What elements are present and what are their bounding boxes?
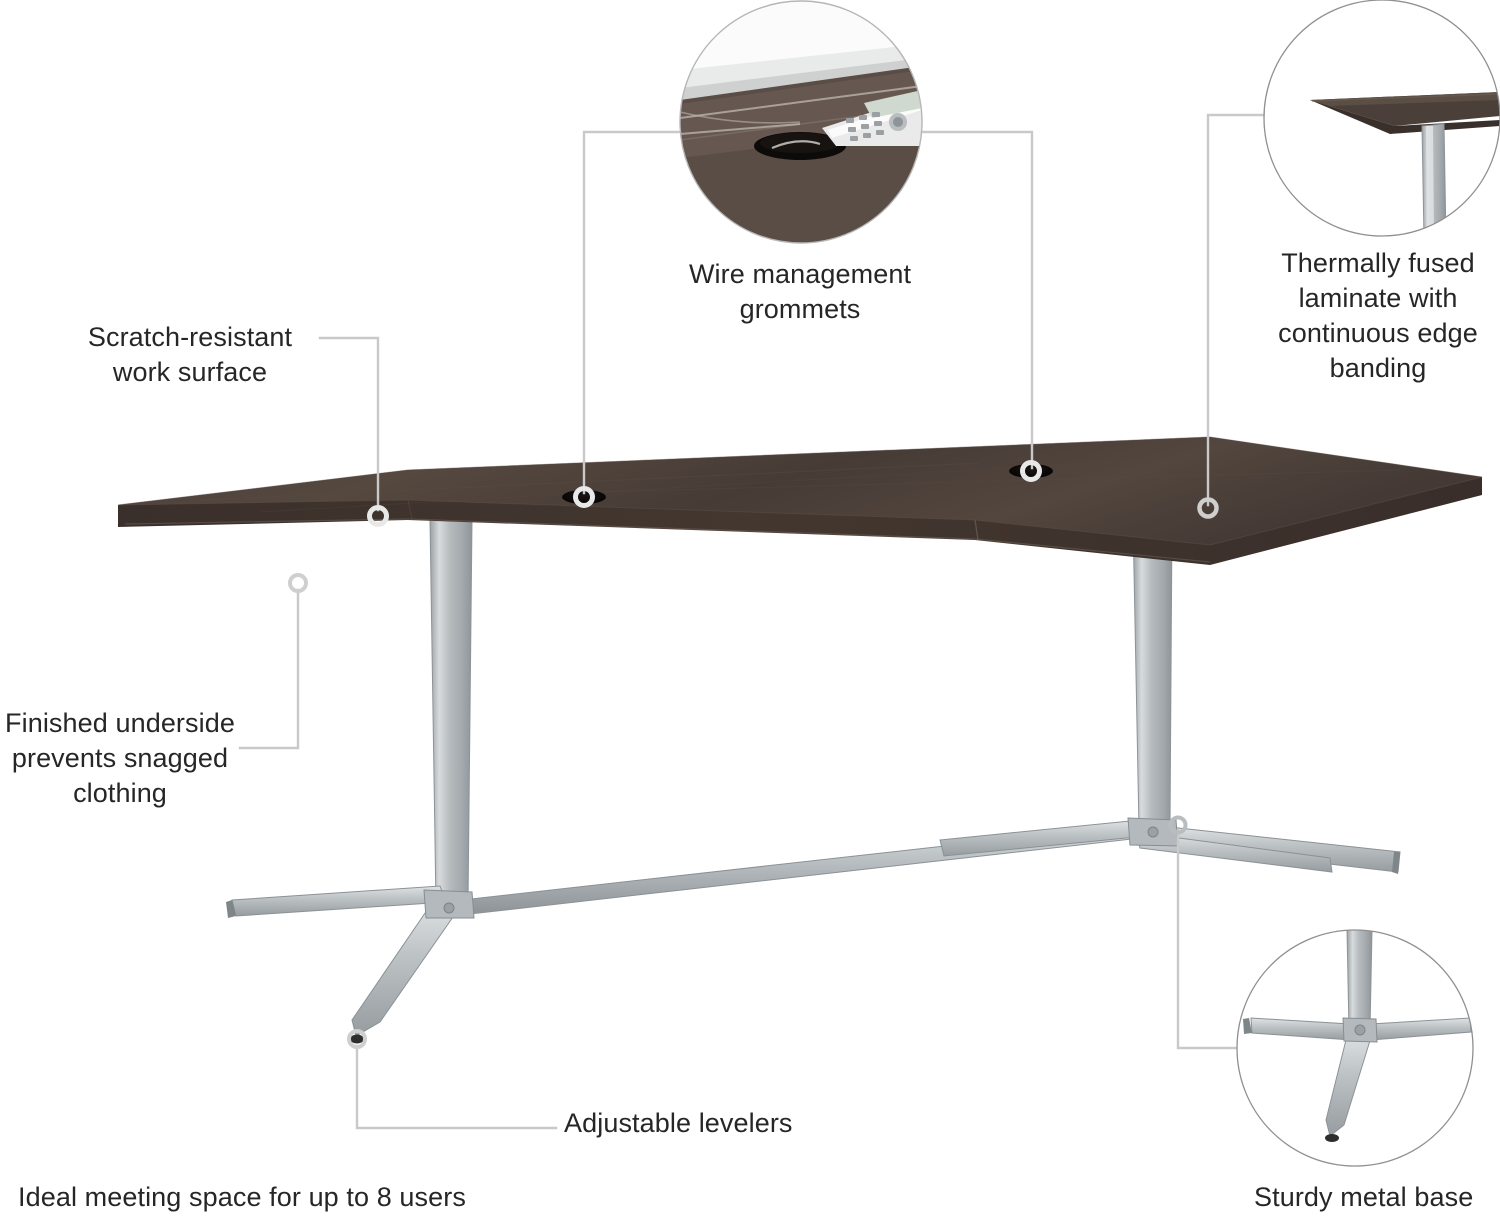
leader-finished-underside (238, 588, 300, 750)
inset-edge-banding-photo (1264, 0, 1500, 236)
desk-phone (822, 90, 922, 146)
inset-right-ring (1263, 0, 1500, 237)
callout-thermally-fused-laminate: Thermally fused laminate with continuous… (1278, 248, 1478, 384)
inset-top-ring (679, 0, 923, 244)
table-top (117, 436, 1483, 565)
marker-grommet-left (573, 486, 595, 508)
callout-finished-underside: Finished underside prevents snagged clot… (5, 708, 235, 809)
marker-finished-underside (288, 573, 308, 593)
leader-sturdy-metal-base (1176, 828, 1252, 1050)
grommet-hole-right (1009, 464, 1053, 478)
leader-markers (288, 460, 1219, 1049)
marker-grommet-right (1020, 460, 1042, 482)
inset-base-ring (1236, 929, 1474, 1167)
callout-wire-management: Wire management grommets (688, 259, 912, 325)
callout-adjustable-levelers: Adjustable levelers (564, 1108, 793, 1138)
callout-scratch-resistant: Scratch-resistant work surface (87, 322, 293, 388)
caption-sturdy-metal-base: Sturdy metal base (1254, 1182, 1474, 1212)
grommet-hole-left (562, 490, 606, 504)
marker-scratch-resistant (367, 505, 389, 527)
marker-adjustable-levelers (347, 1029, 367, 1049)
marker-sturdy-metal-base (1168, 815, 1188, 835)
inset-metal-base-photo (1237, 930, 1473, 1166)
table-base-assembly (226, 519, 1401, 1044)
inset-wire-management-photo (680, 1, 922, 243)
leader-adjustable-levelers (355, 1044, 558, 1130)
marker-thermally-fused (1197, 497, 1219, 519)
leader-lines (238, 113, 1332, 1130)
leader-scratch-resistant (318, 336, 380, 512)
caption-ideal-meeting-space: Ideal meeting space for up to 8 users (18, 1182, 466, 1212)
